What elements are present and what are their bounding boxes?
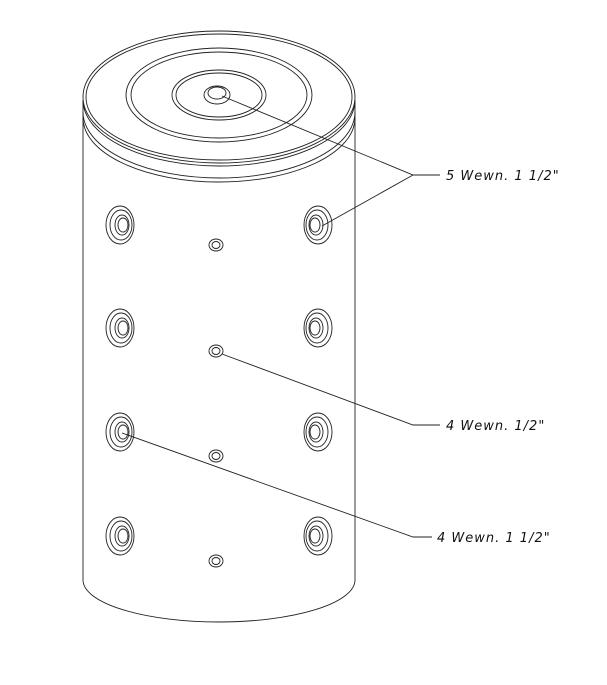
tank-body [82,100,356,623]
side-nozzle [303,516,333,556]
tank-lid [82,30,356,183]
center-socket [208,449,224,463]
side-nozzle [105,412,135,452]
top-connection [203,85,231,105]
center-socket [208,554,224,568]
center-sockets [208,238,224,568]
side-nozzle [105,516,135,556]
side-nozzle [303,205,333,245]
side-nozzles [105,205,333,556]
side-nozzle [303,308,333,348]
center-socket [208,238,224,252]
label-top-connections: 5 Wewn. 1 1/2" [446,169,560,184]
side-nozzle [303,412,333,452]
side-nozzle [105,205,135,245]
label-center-sockets: 4 Wewn. 1/2" [446,419,545,434]
side-nozzle [105,308,135,348]
label-side-connections: 4 Wewn. 1 1/2" [437,531,551,546]
leader-lines [121,95,440,538]
center-socket [208,344,224,358]
